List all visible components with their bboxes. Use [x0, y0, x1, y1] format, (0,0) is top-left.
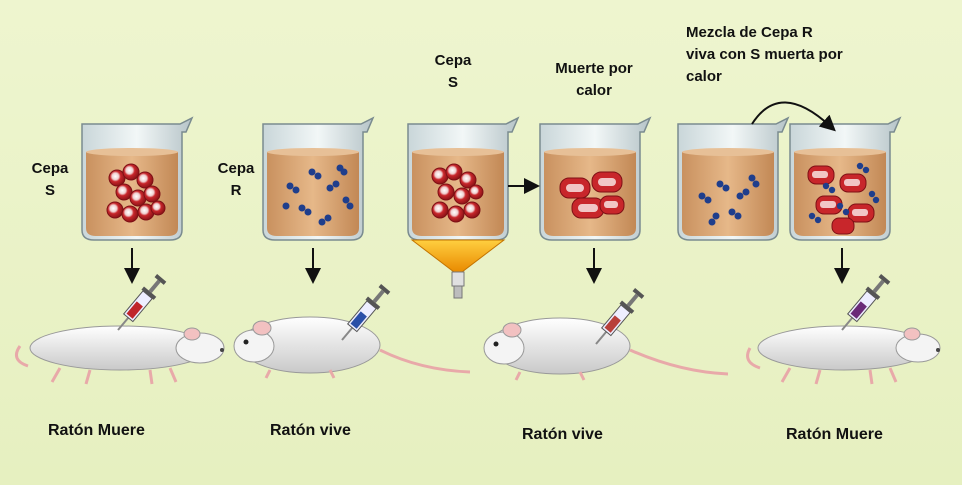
label-line: R	[230, 182, 242, 199]
label-line: viva con S muerta por	[686, 46, 843, 63]
label-line: Cepa	[434, 52, 472, 69]
syringe-1	[117, 274, 167, 331]
label-line: calor	[686, 68, 722, 85]
label-mixture: Mezcla de Cepa R viva con S muerta por c…	[686, 22, 906, 88]
syringe-2	[341, 284, 391, 341]
s-strain-cells-2	[431, 163, 484, 223]
flame-icon	[410, 239, 506, 299]
label-line: calor	[576, 82, 612, 99]
label-line: Muerte por	[555, 60, 633, 77]
label-cepa-s-2: Cepa S	[425, 50, 481, 94]
label-line: S	[447, 74, 458, 91]
beaker-live-r	[677, 116, 790, 241]
outcome-label-2: Ratón vive	[270, 422, 351, 439]
syringe-4	[841, 274, 891, 331]
label-line: S	[44, 182, 55, 199]
label-line: Cepa	[31, 160, 69, 177]
s-strain-cells-1	[106, 163, 166, 223]
dead-mouse-1	[14, 325, 225, 385]
outcome-label-1: Ratón Muere	[48, 422, 145, 439]
mixed-strain-cells	[807, 162, 880, 235]
dead-mouse-2	[746, 325, 941, 385]
label-cepa-r: Cepa R	[216, 158, 256, 202]
syringe-3	[595, 288, 645, 345]
label-heat-killed: Muerte por calor	[538, 58, 650, 102]
live-mouse-1	[233, 316, 471, 379]
live-mouse-2	[483, 317, 729, 381]
outcome-label-3: Ratón vive	[522, 426, 603, 443]
flow-arrows	[124, 101, 850, 284]
heat-killed-s-cells	[559, 171, 625, 219]
r-strain-cells-2	[698, 174, 760, 226]
outcome-label-4: Ratón Muere	[786, 426, 883, 443]
label-line: Mezcla de Cepa R	[686, 24, 813, 41]
label-cepa-s-1: Cepa S	[30, 158, 70, 202]
r-strain-cells-1	[282, 164, 354, 226]
label-line: Cepa	[217, 160, 255, 177]
